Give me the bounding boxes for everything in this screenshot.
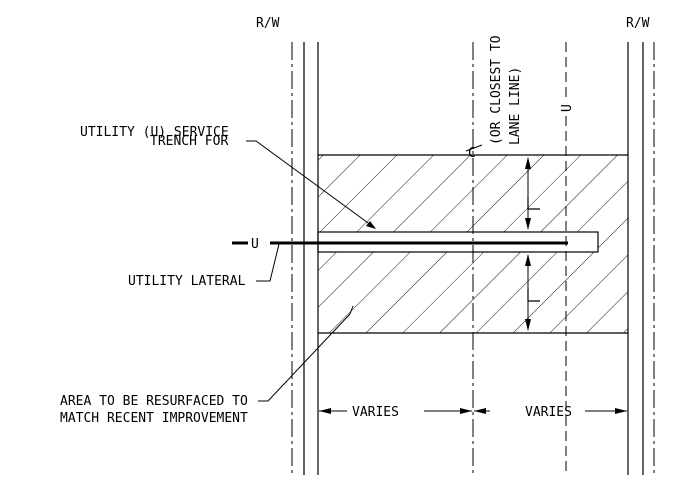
trench-label-1: TRENCH FOR xyxy=(150,134,228,149)
centerline-symbol: C xyxy=(468,146,476,161)
u-line-label: U xyxy=(560,104,575,112)
left-row-lines xyxy=(291,42,319,475)
area-label-2: MATCH RECENT IMPROVEMENT xyxy=(60,411,248,426)
vertical-dimension-upper xyxy=(525,157,540,230)
rw-right-label: R/W xyxy=(626,16,650,31)
varies-right-label: VARIES xyxy=(525,405,572,420)
u-lateral-label: U xyxy=(251,237,259,252)
vertical-dimension-lower xyxy=(525,254,540,331)
trench-label-2: UTILITY (U) SERVICE xyxy=(80,125,229,140)
varies-dimension xyxy=(319,408,627,414)
centerline-note-1: (OR CLOSEST TO xyxy=(489,35,504,145)
varies-left-label: VARIES xyxy=(352,405,399,420)
area-label-1: AREA TO BE RESURFACED TO xyxy=(60,394,248,409)
rw-left-label: R/W xyxy=(256,16,280,31)
utility-lateral-label: UTILITY LATERAL xyxy=(128,274,246,289)
right-row-lines xyxy=(627,42,655,475)
centerline-note-2: LANE LINE) xyxy=(508,67,523,145)
leader-lines xyxy=(246,140,376,402)
centerline: C xyxy=(465,42,483,475)
